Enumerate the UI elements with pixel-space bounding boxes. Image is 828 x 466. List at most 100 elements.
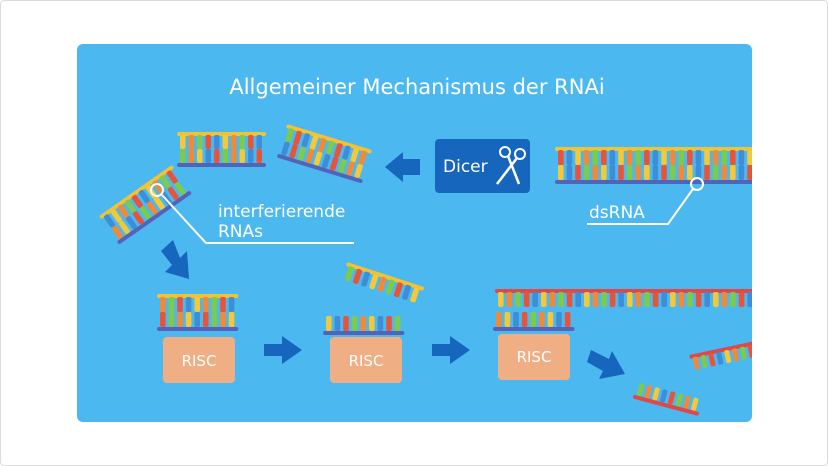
nucleotide-base [346, 161, 355, 176]
nucleotide-base [627, 292, 633, 307]
strand-backbone [555, 147, 752, 151]
nucleotide-base [168, 297, 175, 312]
nucleotide-base [652, 292, 659, 307]
risc-complex [498, 334, 570, 380]
nucleotide-base [592, 292, 599, 307]
nucleotide-base [231, 135, 237, 149]
nucleotide-base [386, 316, 392, 331]
nucleotide-base [231, 149, 237, 163]
nucleotide-base [618, 292, 624, 307]
nucleotide-base [575, 150, 581, 165]
nucleotide-base [248, 135, 254, 149]
nucleotide-base [256, 135, 262, 149]
nucleotide-base [289, 144, 298, 159]
nucleotide-base [721, 165, 727, 180]
nucleotide-base [558, 292, 564, 307]
nucleotide-base [636, 383, 645, 397]
nucleotide-base [188, 135, 194, 149]
nucleotide-base [205, 149, 211, 163]
nucleotide-base [721, 292, 728, 307]
nucleotide-base [566, 292, 573, 307]
nucleotide-base [410, 287, 420, 303]
nucleotide-base [712, 165, 719, 180]
nucleotide-base [214, 149, 220, 163]
nucleotide-base [515, 292, 521, 307]
nucleotide-base [220, 297, 226, 312]
arrow-down-right-icon [161, 240, 189, 279]
arrow-right-icon [264, 336, 302, 364]
nucleotide-base [343, 316, 349, 331]
nucleotide-base [747, 345, 752, 359]
nucleotide-base [385, 279, 395, 295]
interfering-pointer-dot [150, 183, 164, 197]
nucleotide-base [547, 312, 554, 327]
nucleotide-base [708, 353, 716, 367]
nucleotide-base [566, 165, 573, 180]
nucleotide-base [185, 297, 192, 312]
nucleotide-base [326, 316, 332, 331]
nucleotide-base [635, 292, 642, 307]
nucleotide-base [712, 150, 719, 165]
nucleotide-base [344, 266, 354, 282]
strand-backbone [177, 163, 266, 167]
nucleotide-base [194, 297, 200, 312]
nucleotide-base [730, 165, 736, 180]
nucleotide-base [583, 165, 590, 180]
nucleotide-base [167, 186, 179, 200]
nucleotide-base [197, 149, 203, 163]
nucleotide-base [669, 165, 676, 180]
nucleotide-base [139, 206, 151, 220]
nucleotide-base [695, 150, 702, 165]
nucleotide-base [168, 312, 175, 327]
nucleotide-base [177, 297, 183, 312]
nucleotide-base [652, 387, 660, 401]
risc-complex [163, 337, 235, 383]
nucleotide-base [393, 282, 403, 298]
nucleotide-base [146, 201, 158, 215]
nucleotide-base [739, 346, 747, 360]
interfering-label-line2: RNAs [218, 222, 263, 242]
nucleotide-base [601, 292, 607, 307]
nucleotide-base [687, 150, 693, 165]
nucleotide-base [350, 148, 359, 163]
nucleotide-base [205, 135, 211, 149]
nucleotide-base [609, 292, 616, 307]
nucleotide-base [738, 165, 745, 180]
nucleotide-base [159, 175, 171, 189]
strand-backbone [323, 331, 405, 335]
nucleotide-base [361, 271, 371, 287]
nucleotide-base [228, 312, 235, 327]
sirna-fragment [277, 124, 372, 183]
strand-backbone [689, 341, 752, 359]
nucleotide-base [321, 154, 331, 169]
nucleotide-base [498, 292, 504, 307]
nucleotide-base [747, 292, 752, 307]
nucleotide-base [309, 135, 319, 150]
nucleotide-base [203, 297, 209, 312]
nucleotide-base [692, 356, 700, 370]
nucleotide-base [228, 297, 235, 312]
nucleotide-base [326, 140, 335, 155]
nucleotide-base [691, 397, 699, 411]
nucleotide-base [132, 211, 144, 225]
risc-label-3: RISC [517, 348, 552, 366]
nucleotide-base [635, 150, 641, 165]
diagram-title: Allgemeiner Mechanismus der RNAi [229, 75, 604, 99]
nucleotide-base [180, 135, 186, 149]
nucleotide-base [402, 284, 411, 300]
nucleotide-base [166, 170, 178, 184]
nucleotide-base [160, 312, 166, 327]
nucleotide-base [704, 292, 710, 307]
nucleotide-base [669, 150, 676, 165]
sirna-fragment [177, 132, 266, 167]
nucleotide-base [125, 216, 137, 230]
nucleotide-base [687, 292, 693, 307]
strand-backbone [157, 294, 239, 298]
nucleotide-base [556, 312, 562, 327]
nucleotide-base [661, 165, 667, 180]
nucleotide-base [704, 150, 710, 165]
nucleotide-base [211, 297, 218, 312]
nucleotide-base [678, 165, 684, 180]
nucleotide-base [194, 312, 200, 327]
nucleotide-base [747, 150, 752, 165]
